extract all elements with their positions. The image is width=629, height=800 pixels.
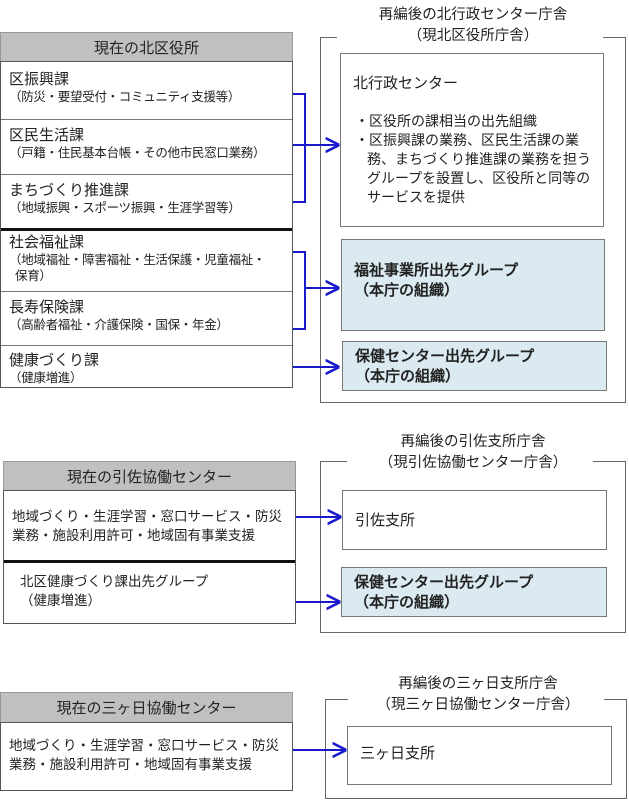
section-title: 長寿保険課 <box>9 298 85 316</box>
section-kenkozukuri: 健康づくり課（健康増進） <box>1 351 292 386</box>
inasa-after-title: 再編後の引佐支所庁舎 （現引佐協働センター庁舎） <box>320 432 626 474</box>
frame-top-right <box>603 37 625 38</box>
kita-after-frame <box>320 37 626 403</box>
health-group-box: 保健センター出先グループ （本庁の組織） <box>342 341 607 391</box>
box-title: 保健センター出先グループ <box>355 347 535 365</box>
section-title: 健康づくり課 <box>9 351 100 369</box>
box-sub: （本庁の組織） <box>354 281 460 299</box>
title-line: 再編後の北行政センター庁舎 <box>378 7 568 23</box>
kita-current-sections: 区振興課（防災・要望受付・コミュニティ支援等） 区民生活課（戸籍・住民基本台帳・… <box>0 61 293 388</box>
subtitle-line: （現北区役所庁舎） <box>407 28 539 44</box>
kita-center-box: 北行政センター ・区役所の課相当の出先組織 ・区振興課の業務、区民生活課の業務、… <box>340 53 604 227</box>
bullet: ・区役所の課相当の出先組織 <box>355 114 537 130</box>
frame-top-right <box>604 699 626 700</box>
subtitle-line: （現三ヶ日協働センター庁舎） <box>376 697 580 713</box>
inasa-health-group-box: 保健センター出先グループ （本庁の組織） <box>341 567 607 617</box>
box-sub: （本庁の組織） <box>354 593 460 611</box>
section-duties: （地域振興・スポーツ振興・生涯学習等） <box>9 200 241 215</box>
frame-top-right <box>593 461 625 462</box>
group-sub: （健康増進） <box>20 593 101 609</box>
inasa-branch-box: 引佐支所 <box>342 490 607 550</box>
divider <box>1 345 292 346</box>
section-duties-cont: 保育） <box>15 268 52 283</box>
frame-top-left <box>321 37 337 38</box>
welfare-group-box: 福祉事業所出先グループ （本庁の組織） <box>341 239 605 331</box>
section-title: 区振興課 <box>9 70 70 88</box>
mikkabi-current-sections: 地域づくり・生涯学習・窓口サービス・防災業務・施設利用許可・地域固有事業支援 <box>0 722 293 791</box>
thick-divider <box>1 228 292 231</box>
mikkabi-after-title: 再編後の三ヶ日支所庁舎 （現三ヶ日協働センター庁舎） <box>325 674 629 716</box>
section-chojuhoken: 長寿保険課（高齢者福祉・介護保険・国保・年金） <box>1 298 292 333</box>
divider <box>1 174 292 175</box>
title-line: 再編後の三ヶ日支所庁舎 <box>398 676 558 692</box>
kita-current-header: 現在の北区役所 <box>0 32 293 62</box>
section-duties: （防災・要望受付・コミュニティ支援等） <box>9 89 241 104</box>
divider <box>1 119 292 120</box>
section-title: 区民生活課 <box>9 126 85 144</box>
section-duties: （地域福祉・障害福祉・生活保護・児童福祉・ <box>9 252 266 267</box>
inasa-current-sections: 地域づくり・生涯学習・窓口サービス・防災業務・施設利用許可・地域固有事業支援 北… <box>3 490 296 624</box>
inasa-current-header: 現在の引佐協働センター <box>3 461 296 491</box>
section-machizukuri: まちづくり推進課（地域振興・スポーツ振興・生涯学習等） <box>1 181 292 216</box>
frame-top-left <box>321 461 347 462</box>
subtitle-line: （現引佐協働センター庁舎） <box>378 455 568 471</box>
section-duties: （戸籍・住民基本台帳・その他市民窓口業務） <box>9 145 266 160</box>
bracket-kita-welfare <box>293 251 306 330</box>
bullet: ・区振興課の業務、区民生活課の業務、まちづくり推進課の業務を担うグループを設置し… <box>355 133 591 206</box>
section-duties: （高齢者福祉・介護保険・国保・年金） <box>9 317 229 332</box>
mikkabi-branch-box: 三ヶ日支所 <box>347 726 612 785</box>
group-title: 北区健康づくり課出先グループ <box>20 574 209 590</box>
mikkabi-current-header: 現在の三ヶ日協働センター <box>0 692 293 723</box>
divider <box>1 291 292 292</box>
kita-after-title: 再編後の北行政センター庁舎 （現北区役所庁舎） <box>320 5 626 47</box>
section-title: 社会福祉課 <box>9 233 85 251</box>
inasa-health-group: 北区健康づくり課出先グループ （健康増進） <box>4 573 295 611</box>
box-sub: （本庁の組織） <box>355 367 461 385</box>
section-shakaifukushi: 社会福祉課（地域福祉・障害福祉・生活保護・児童福祉・保育） <box>1 233 292 284</box>
frame-top-left <box>326 699 348 700</box>
mikkabi-duties: 地域づくり・生涯学習・窓口サービス・防災業務・施設利用許可・地域固有事業支援 <box>9 738 279 773</box>
inasa-after-frame <box>320 461 626 633</box>
thick-divider <box>4 560 295 563</box>
section-kuminseikatsu: 区民生活課（戸籍・住民基本台帳・その他市民窓口業務） <box>1 126 292 161</box>
section-kushinko: 区振興課（防災・要望受付・コミュニティ支援等） <box>1 70 292 105</box>
title-line: 再編後の引佐支所庁舎 <box>400 434 546 450</box>
box-title: 福祉事業所出先グループ <box>354 261 519 279</box>
section-duties: （健康増進） <box>9 370 83 385</box>
inasa-duties: 地域づくり・生涯学習・窓口サービス・防災業務・施設利用許可・地域固有事業支援 <box>12 509 282 544</box>
box-title: 保健センター出先グループ <box>354 573 534 591</box>
center-title: 北行政センター <box>353 74 459 92</box>
bracket-kita-general <box>293 93 306 203</box>
section-title: まちづくり推進課 <box>9 181 130 199</box>
